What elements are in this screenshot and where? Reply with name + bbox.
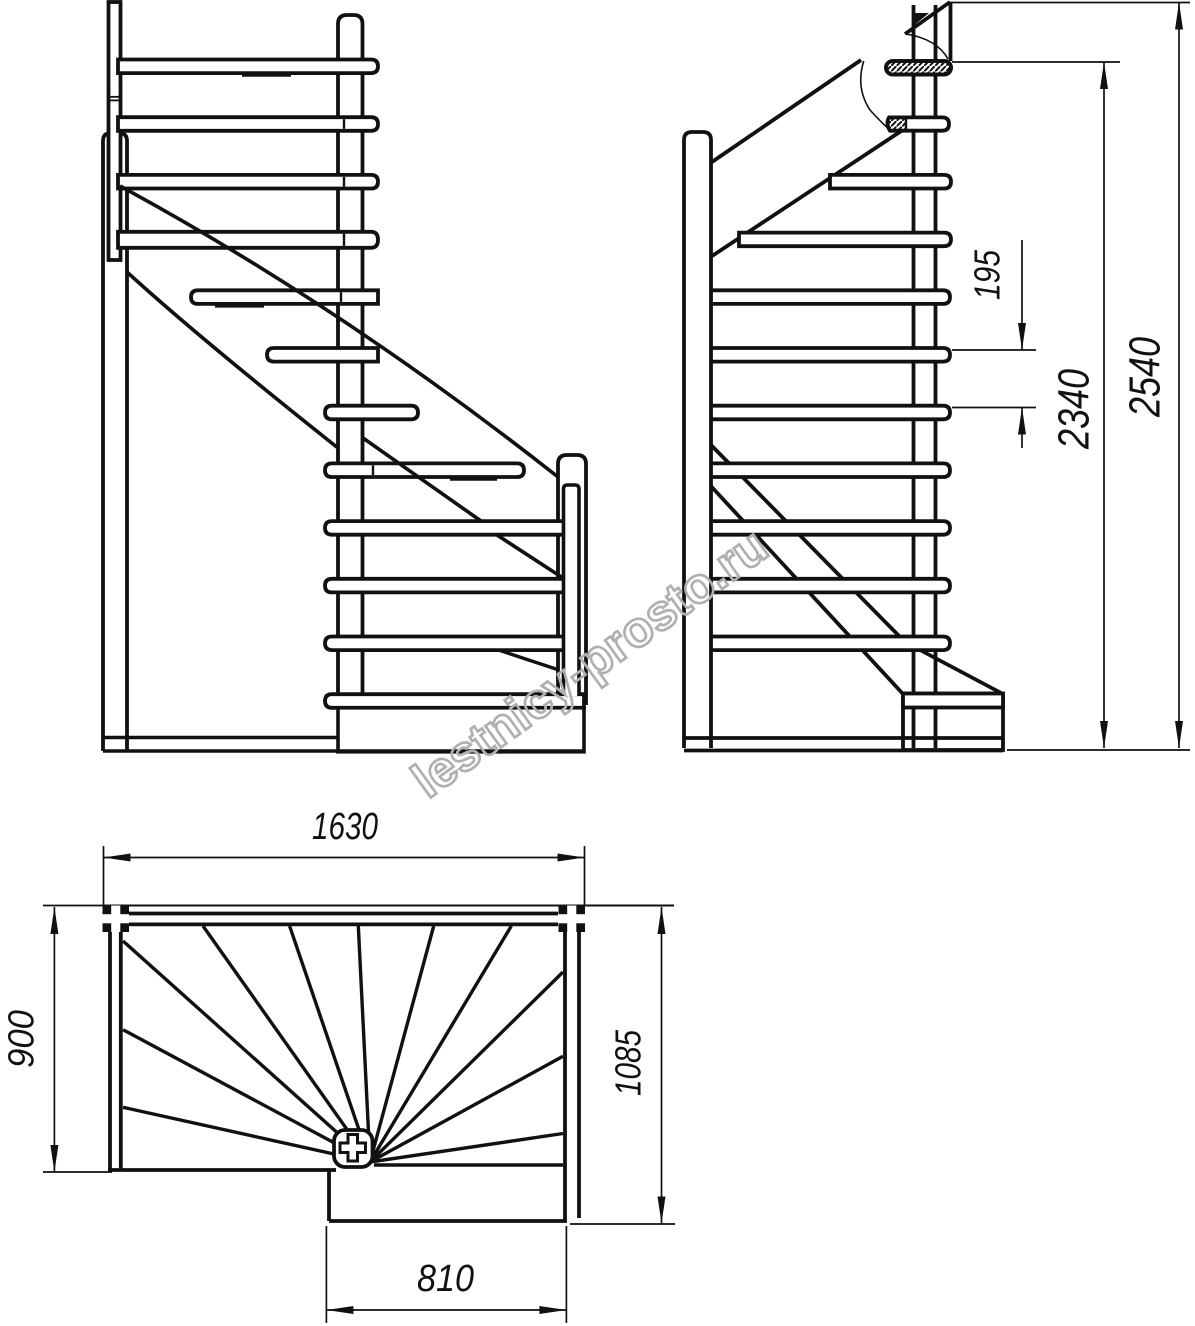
svg-text:2540: 2540 (1121, 337, 1170, 418)
svg-text:1630: 1630 (312, 806, 378, 848)
svg-text:2340: 2340 (1050, 369, 1099, 450)
svg-text:195: 195 (967, 249, 1008, 300)
svg-text:900: 900 (1, 1010, 42, 1068)
svg-text:1085: 1085 (608, 1029, 649, 1096)
svg-text:810: 810 (417, 1258, 474, 1300)
